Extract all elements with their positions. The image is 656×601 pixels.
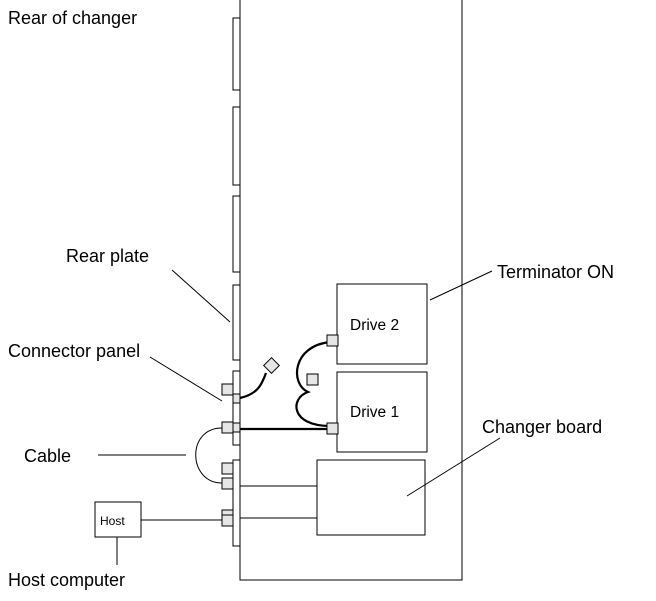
terminator-on-leader [429, 270, 493, 301]
rear-of-changer-label: Rear of changer [8, 8, 137, 28]
cable-mid-connector [306, 373, 319, 386]
connector-panel-leader [149, 356, 223, 402]
lower-port-4 [221, 514, 234, 527]
rear-plate-3 [232, 195, 241, 273]
rear-plate-6 [232, 459, 241, 547]
lower-port-1 [221, 462, 234, 475]
drive-1-label: Drive 1 [350, 404, 399, 421]
rear-plate-leader [171, 269, 231, 323]
connector-panel-label: Connector panel [8, 341, 140, 361]
drive-2-connector [326, 334, 339, 347]
terminator-cable [239, 372, 268, 400]
rear-plate-1 [232, 17, 241, 91]
terminator-on-label: Terminator ON [497, 262, 614, 282]
terminator-icon [263, 357, 280, 374]
host-box [94, 501, 142, 538]
host-label: Host [100, 514, 125, 528]
lower-port-2 [221, 477, 234, 490]
rear-plate-2 [232, 106, 241, 186]
drive-2-label: Drive 2 [350, 317, 399, 334]
connector-panel-port-bottom [221, 421, 234, 434]
rear-plate-label: Rear plate [66, 246, 149, 266]
panel-port-inner-top [232, 393, 241, 404]
cable-label: Cable [24, 446, 71, 466]
drive-1-connector [326, 422, 339, 435]
drive-2-box [336, 283, 428, 365]
panel-port-inner-bottom [232, 422, 241, 433]
host-computer-label: Host computer [8, 570, 125, 590]
internal-scsi-cable-loop [295, 340, 331, 428]
changer-board-leader [406, 437, 501, 497]
changer-board-label: Changer board [482, 417, 602, 437]
changer-board-box [316, 459, 426, 536]
rear-plate-4 [232, 284, 241, 361]
drive-1-box [336, 371, 428, 453]
external-cable [195, 427, 223, 484]
connector-panel-port-top [221, 383, 234, 396]
connector-panel-plate [232, 370, 241, 446]
